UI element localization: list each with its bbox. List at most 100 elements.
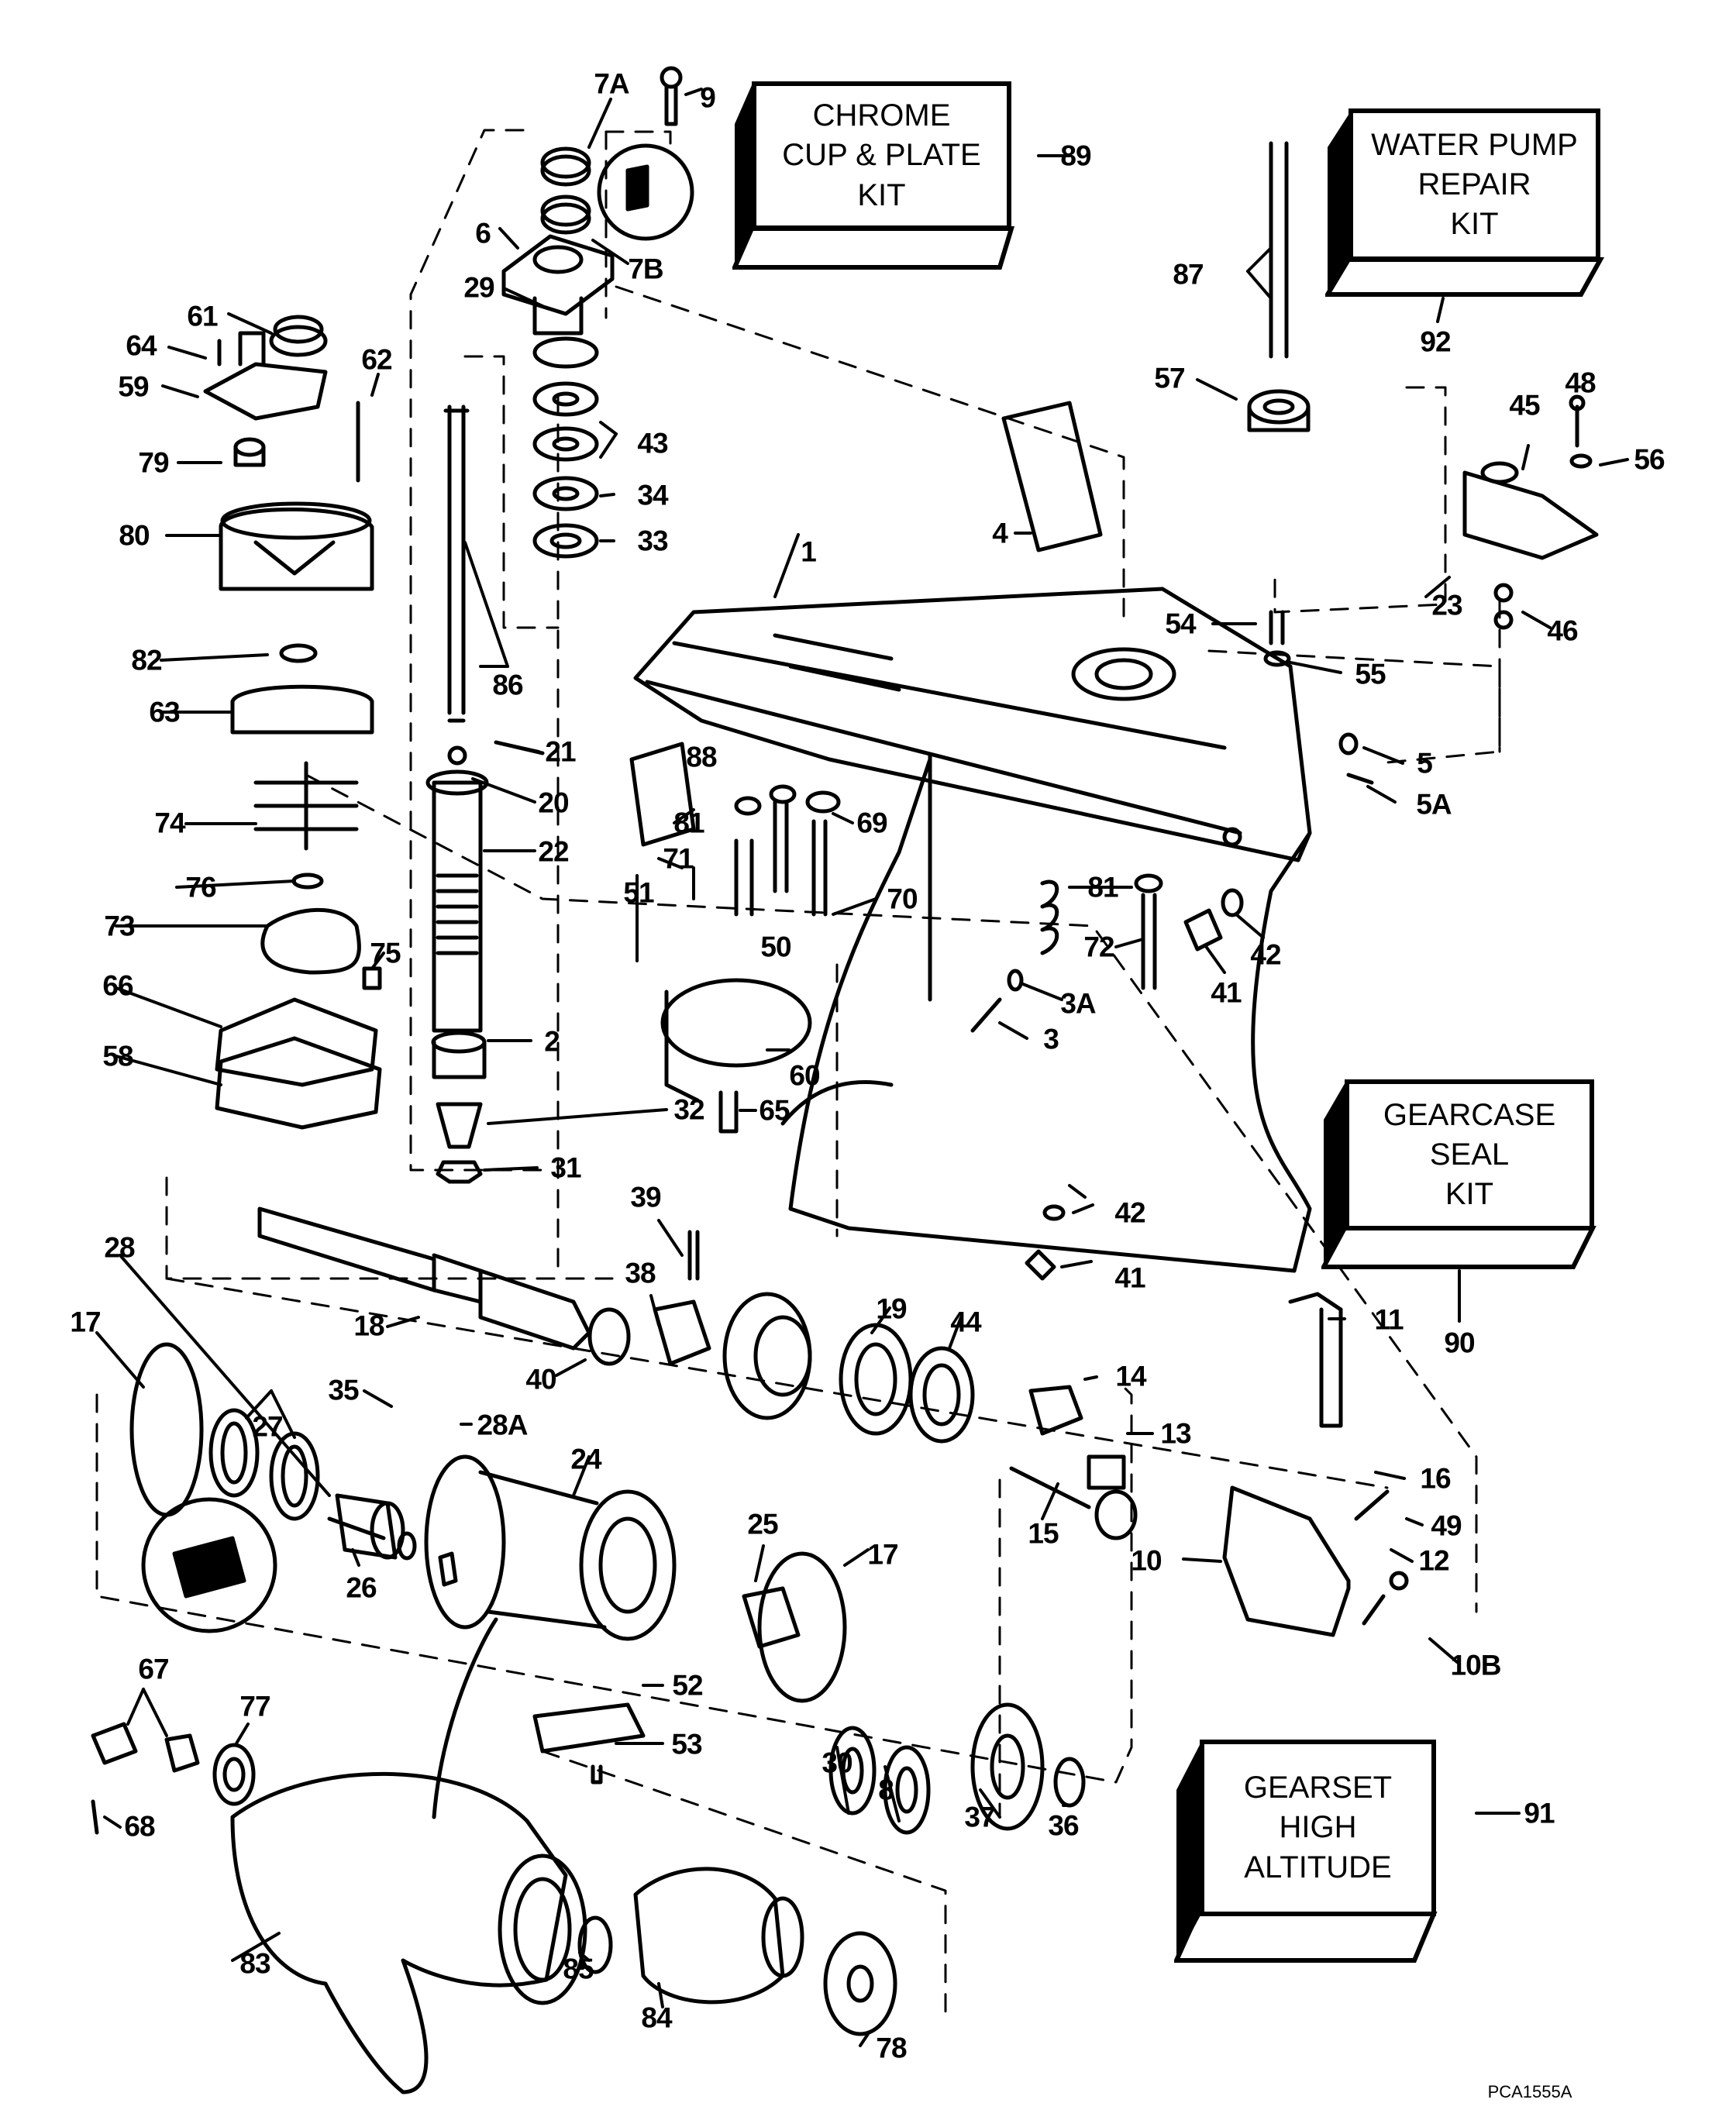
callout-label: 1	[801, 535, 817, 568]
callout-label: 41	[1114, 1261, 1145, 1294]
kit-label: GEARSET HIGH ALTITUDE	[1200, 1740, 1436, 1916]
callout-label: 81	[673, 807, 704, 839]
callout-label: 45	[1509, 389, 1540, 422]
callout-label: 50	[760, 931, 791, 963]
callout-label: 56	[1634, 443, 1665, 476]
callout-label: 75	[370, 937, 401, 969]
kit-line: KIT	[857, 177, 906, 212]
kit-label: GEARCASE SEAL KIT	[1345, 1079, 1594, 1230]
callout-label: 2	[544, 1025, 560, 1058]
callout-label: 10	[1131, 1544, 1162, 1577]
callout-label: 7B	[628, 253, 663, 285]
callout-label: 42	[1250, 938, 1281, 971]
kit-line: HIGH	[1279, 1810, 1357, 1845]
callout-label: 90	[1444, 1327, 1475, 1359]
callout-label: 25	[747, 1508, 778, 1540]
callout-label: 67	[138, 1653, 169, 1685]
callout-label: 69	[856, 807, 887, 839]
kit-box-shading	[1325, 112, 1604, 297]
kit-line: WATER PUMP	[1371, 127, 1578, 162]
callout-label: 64	[126, 329, 157, 362]
callout-label: 85	[563, 1953, 594, 1985]
callout-label: 61	[187, 300, 218, 332]
callout-label: 24	[570, 1443, 601, 1475]
kit-line: ALTITUDE	[1244, 1850, 1392, 1884]
kit-line: CHROME	[812, 98, 951, 133]
callout-label: 73	[104, 910, 135, 942]
callout-label: 5A	[1416, 788, 1452, 821]
callout-label: 60	[789, 1059, 820, 1092]
callout-label: 63	[149, 696, 180, 728]
callout-label: 23	[1431, 589, 1462, 621]
driveshaft-assembly	[425, 66, 694, 1184]
callout-label: 43	[637, 427, 668, 459]
figure-id: PCA1555A	[1487, 2082, 1572, 2101]
callout-label: 22	[538, 835, 569, 868]
callout-label: 49	[1431, 1509, 1462, 1542]
kit-line: SEAL	[1429, 1137, 1510, 1172]
callout-label: 16	[1420, 1462, 1451, 1495]
callout-label: 8	[878, 1774, 894, 1806]
callout-label: 79	[138, 446, 169, 479]
callout-label: 80	[119, 519, 150, 552]
callout-label: 44	[950, 1306, 981, 1338]
callout-label: 78	[876, 2032, 907, 2064]
callout-label: 34	[637, 479, 668, 511]
callout-label: 32	[673, 1093, 704, 1126]
kit-gearset-high-altitude: GEARSET HIGH ALTITUDE	[1174, 1740, 1438, 1964]
callout-label: 81	[1087, 871, 1118, 903]
callout-label: 76	[185, 871, 216, 903]
callout-label: 19	[876, 1292, 907, 1325]
callout-label: 88	[686, 741, 717, 773]
kit-chrome-cup-plate: CHROME CUP & PLATE KIT	[732, 77, 1035, 271]
callout-label: 40	[525, 1363, 556, 1396]
kit-label: WATER PUMP REPAIR KIT	[1348, 108, 1600, 261]
water-pump-group	[203, 315, 382, 1130]
callout-label: 92	[1420, 325, 1451, 358]
callout-label: 68	[124, 1810, 155, 1843]
kit-gearcase-seal: GEARCASE SEAL KIT	[1321, 1077, 1596, 1271]
callout-label: 30	[822, 1747, 852, 1779]
kit-line: KIT	[1450, 207, 1499, 242]
kit-label: CHROME CUP & PLATE KIT	[752, 81, 1011, 230]
callout-label: 14	[1115, 1360, 1146, 1392]
kit-line: GEARCASE	[1383, 1097, 1556, 1132]
callout-label: 71	[663, 842, 694, 875]
callout-label: 17	[70, 1306, 101, 1338]
callout-label: 65	[759, 1094, 790, 1127]
callout-label: 35	[328, 1374, 359, 1406]
callout-label: 77	[239, 1690, 270, 1723]
callout-label: 72	[1083, 931, 1114, 963]
callout-label: 74	[154, 807, 185, 839]
callout-label: 11	[1374, 1303, 1404, 1336]
callout-label: 57	[1154, 362, 1185, 394]
kit-line: REPAIR	[1417, 167, 1531, 201]
callout-label: 18	[353, 1310, 384, 1342]
propeller-group	[91, 1617, 1086, 2094]
kit-box-shading	[1321, 1081, 1596, 1269]
callout-label: 66	[102, 969, 133, 1002]
callout-label: 86	[492, 669, 523, 701]
callout-label: 10B	[1450, 1649, 1502, 1681]
callout-label: 53	[671, 1728, 702, 1760]
callout-label: 48	[1565, 367, 1596, 399]
callout-label: 42	[1114, 1196, 1145, 1229]
callout-label: 9	[700, 81, 716, 114]
callout-label: 13	[1160, 1417, 1191, 1450]
callout-label: 36	[1048, 1809, 1079, 1842]
callout-label: 89	[1060, 139, 1091, 172]
callout-label: 37	[964, 1801, 995, 1833]
callout-label: 4	[992, 517, 1008, 549]
callout-label: 55	[1355, 658, 1386, 690]
callout-label: 38	[625, 1257, 656, 1289]
callout-label: 82	[131, 644, 162, 676]
callout-label: 91	[1524, 1797, 1555, 1829]
kit-line: GEARSET	[1243, 1771, 1393, 1805]
callout-label: 3A	[1060, 987, 1096, 1020]
callout-label: 52	[672, 1669, 703, 1702]
water-tube-group	[1001, 141, 1599, 630]
callout-label: 39	[630, 1181, 661, 1213]
callout-label: 46	[1547, 614, 1578, 647]
callout-label: 21	[545, 735, 576, 768]
